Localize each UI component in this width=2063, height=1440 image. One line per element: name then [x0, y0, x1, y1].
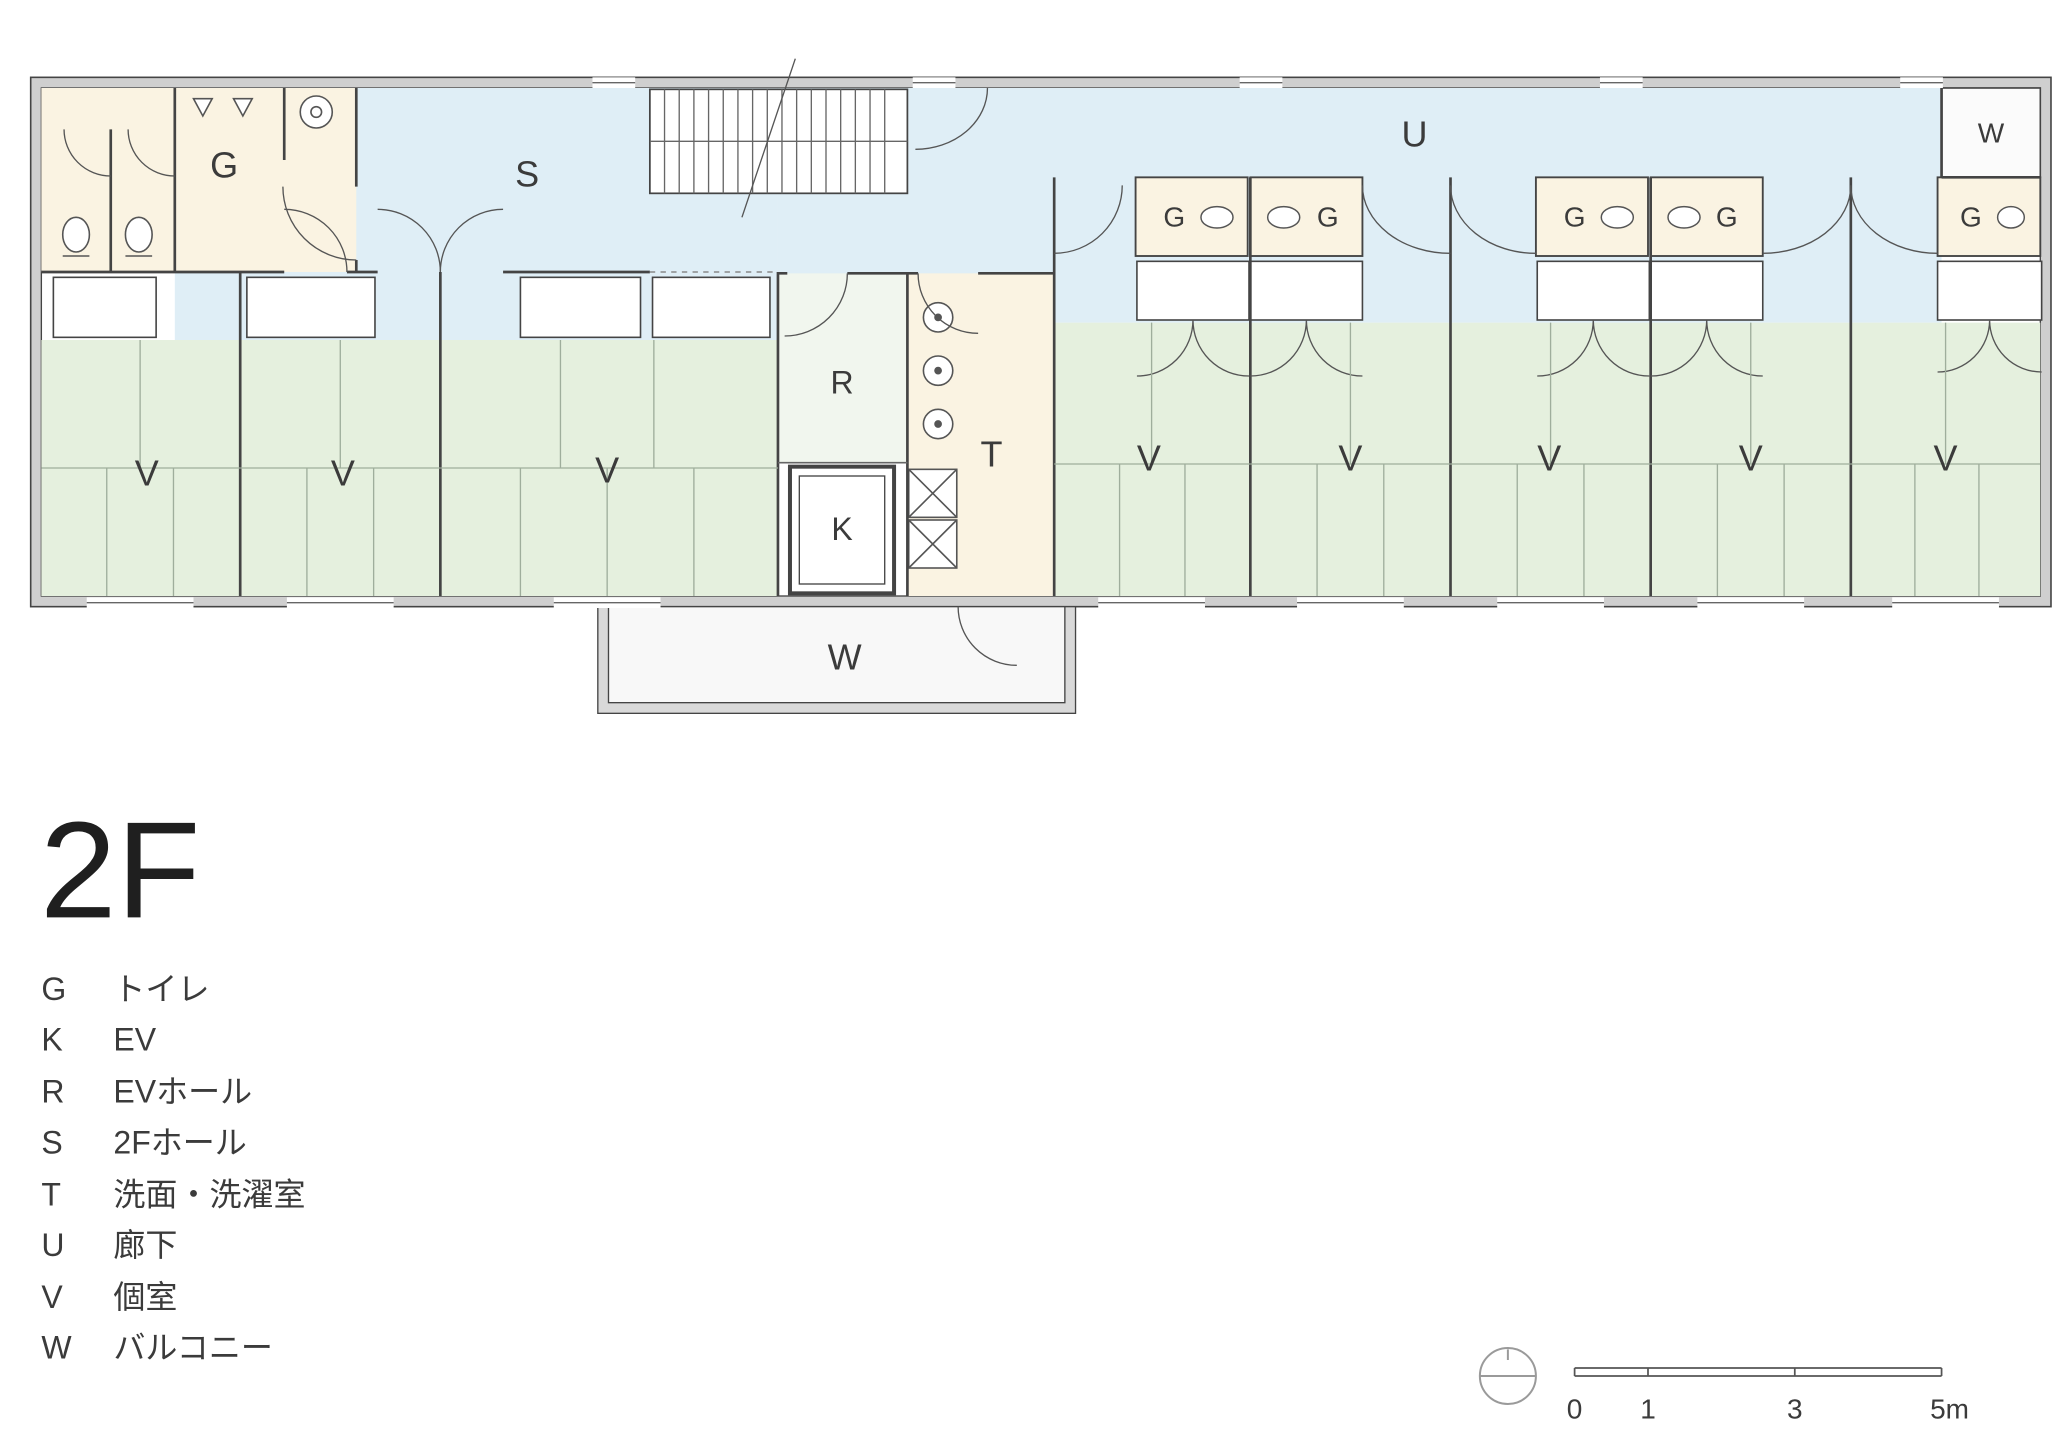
scale-tick-5m: 5m: [1930, 1394, 1969, 1425]
scale-tick-1: 1: [1640, 1394, 1656, 1425]
sink-icon: [922, 301, 954, 440]
legend-row: S 2Fホール: [41, 1124, 246, 1160]
label-g-1: G: [1163, 202, 1185, 233]
legend-code: K: [41, 1022, 62, 1058]
scale-bar: 0 1 3 5m: [1567, 1367, 1969, 1425]
label-g-3: G: [1564, 202, 1586, 233]
legend-code: R: [41, 1074, 64, 1110]
label-g-2: G: [1317, 202, 1339, 233]
label-v-2: V: [331, 452, 355, 493]
urinal-icon: [192, 97, 254, 118]
door-arcs: [63, 87, 2042, 666]
legend-row: T 洗面・洗濯室: [41, 1176, 305, 1212]
label-u-corridor: U: [1401, 114, 1427, 155]
label-v-4: V: [1137, 438, 1161, 479]
laundry-fixtures: [907, 301, 958, 569]
legend-row: V 個室: [41, 1279, 177, 1315]
legend-row: W バルコニー: [41, 1330, 272, 1366]
label-g-5: G: [1960, 202, 1982, 233]
label-w-bottom: W: [828, 636, 862, 677]
label-r-hall: R: [830, 364, 853, 400]
floor-areas: [41, 87, 2042, 596]
legend-row: G トイレ: [41, 971, 209, 1007]
legend-code: W: [41, 1330, 72, 1366]
sink-icon: [299, 95, 334, 129]
label-s-hall: S: [515, 154, 539, 195]
legend-label: 洗面・洗濯室: [113, 1176, 305, 1212]
closets: [52, 260, 2043, 339]
toilet-icon: [61, 216, 153, 257]
toilet-icon: [1200, 205, 2026, 229]
legend-code: G: [41, 971, 66, 1007]
legend-code: T: [41, 1176, 61, 1212]
label-g-4: G: [1716, 202, 1738, 233]
room-labels: G S U W G G G G G R K T V V V V V V V V …: [135, 114, 2005, 678]
legend-code: S: [41, 1124, 62, 1160]
label-v-7: V: [1739, 438, 1763, 479]
rooms-right-area: [1054, 322, 2041, 596]
legend-code: U: [41, 1227, 64, 1263]
legend-row: R EVホール: [41, 1074, 252, 1110]
legend-label: バルコニー: [113, 1330, 272, 1366]
legend-label: トイレ: [113, 971, 209, 1007]
legend-label: 廊下: [113, 1227, 177, 1263]
ev-hall-r-area: [777, 273, 908, 463]
legend-label: EVホール: [113, 1074, 252, 1110]
legend: G トイレ K EV R EVホール S 2Fホール T 洗面・洗濯室 U 廊下…: [41, 971, 305, 1366]
balcony-w-top: [1940, 87, 2042, 179]
label-v-1: V: [135, 452, 159, 493]
stairs: [648, 58, 909, 218]
legend-row: K EV: [41, 1022, 156, 1058]
label-g-main: G: [210, 144, 238, 185]
label-k-ev: K: [831, 511, 852, 547]
label-v-8: V: [1934, 438, 1958, 479]
windows: [86, 77, 1999, 608]
label-v-6: V: [1537, 438, 1561, 479]
label-w-top: W: [1978, 118, 2005, 149]
label-v-3: V: [595, 450, 619, 491]
orientation-symbol: [1478, 1347, 1537, 1405]
floor-title: 2F: [40, 794, 200, 947]
legend-label: EV: [113, 1022, 156, 1058]
label-t-laundry: T: [980, 434, 1002, 475]
main-toilet-fixtures: [61, 95, 334, 257]
stair-break-line: [741, 58, 796, 218]
legend-label: 2Fホール: [113, 1124, 246, 1160]
tatami-lines: [41, 322, 2041, 596]
toilet-cubicles: [1134, 176, 2042, 257]
balcony-w-bottom: [597, 606, 1077, 714]
scale-tick-3: 3: [1787, 1394, 1803, 1425]
legend-label: 個室: [113, 1279, 177, 1315]
label-v-5: V: [1338, 438, 1362, 479]
interior-walls: [41, 88, 2041, 596]
scale-tick-0: 0: [1567, 1394, 1583, 1425]
ev-unit: [787, 464, 897, 596]
legend-code: V: [41, 1279, 63, 1315]
washer-icon: [907, 468, 958, 569]
legend-row: U 廊下: [41, 1227, 177, 1263]
